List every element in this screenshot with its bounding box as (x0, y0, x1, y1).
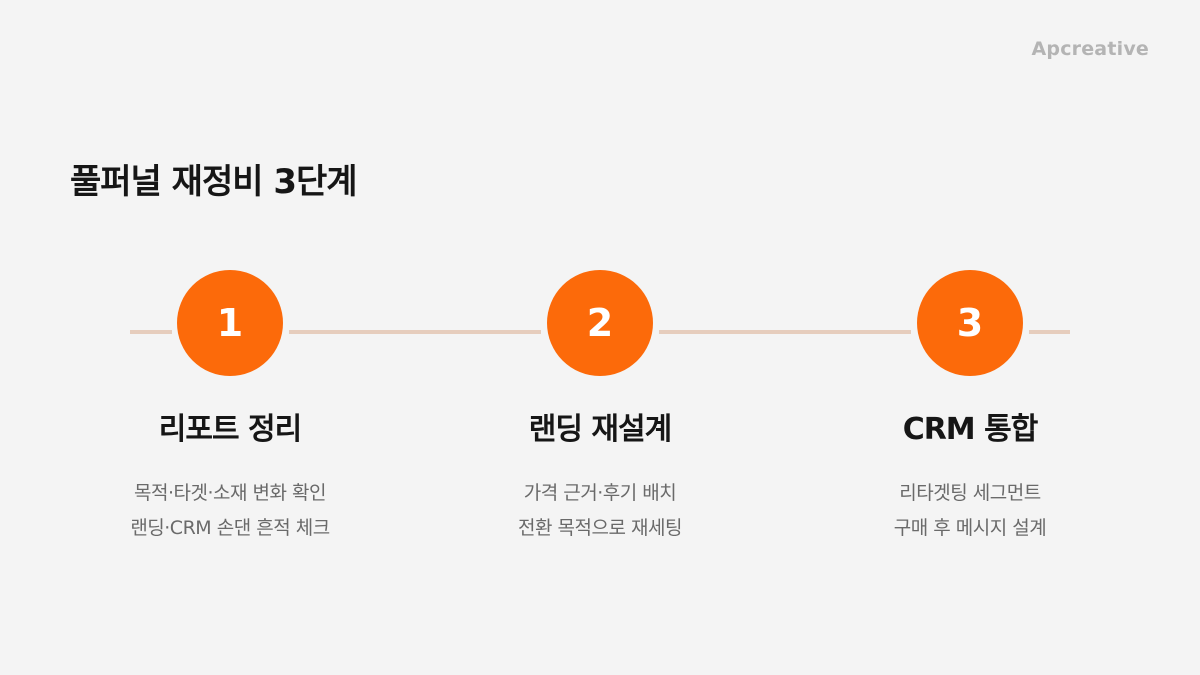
step-2-title: 랜딩 재설계 (528, 412, 672, 447)
step-2-number: 2 (586, 301, 614, 345)
step-1: 리포트 정리 목적·타겟·소재 변화 확인 랜딩·CRM 손댄 흔적 체크 (80, 410, 380, 546)
connector-line-1-2 (289, 330, 541, 334)
step-2-desc-line-1: 가격 근거·후기 배치 (523, 482, 677, 504)
page-title: 풀퍼널 재정비 3단계 (70, 162, 358, 202)
brand-logo: Apcreative (1031, 38, 1149, 60)
step-2: 랜딩 재설계 가격 근거·후기 배치 전환 목적으로 재세팅 (450, 410, 750, 546)
step-3-desc-line-1: 리타겟팅 세그먼트 (899, 482, 1041, 504)
step-2-description: 가격 근거·후기 배치 전환 목적으로 재세팅 (450, 476, 750, 546)
step-1-circle: 1 (177, 270, 283, 376)
connector-line-start (130, 330, 172, 334)
step-3-title: CRM 통합 (902, 412, 1039, 447)
step-1-desc-line-1: 목적·타겟·소재 변화 확인 (134, 482, 326, 504)
step-1-desc-line-2: 랜딩·CRM 손댄 흔적 체크 (130, 517, 330, 539)
step-3-desc-line-2: 구매 후 메시지 설계 (893, 517, 1047, 539)
step-3-circle: 3 (917, 270, 1023, 376)
step-1-number: 1 (216, 301, 244, 345)
step-timeline: 1 2 3 (0, 270, 1200, 380)
step-2-circle: 2 (547, 270, 653, 376)
connector-line-end (1029, 330, 1070, 334)
step-3-number: 3 (956, 301, 984, 345)
step-1-title: 리포트 정리 (158, 412, 302, 447)
step-1-description: 목적·타겟·소재 변화 확인 랜딩·CRM 손댄 흔적 체크 (80, 476, 380, 546)
connector-line-2-3 (659, 330, 911, 334)
step-2-desc-line-2: 전환 목적으로 재세팅 (518, 517, 682, 539)
step-3-description: 리타겟팅 세그먼트 구매 후 메시지 설계 (820, 476, 1120, 546)
step-3: CRM 통합 리타겟팅 세그먼트 구매 후 메시지 설계 (820, 410, 1120, 546)
